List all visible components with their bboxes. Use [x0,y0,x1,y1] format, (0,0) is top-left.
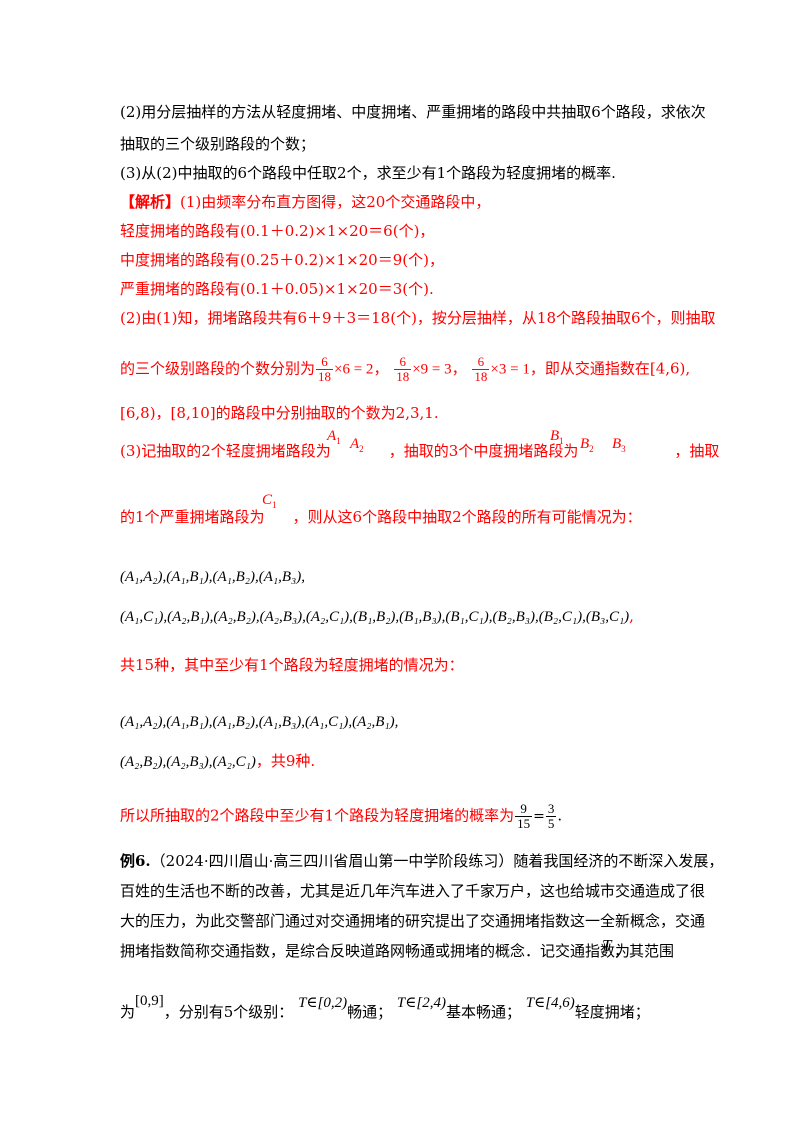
solution-3-post: ，抽取 [674,442,720,460]
symbol-t: T [602,936,612,955]
question-2-cont: 抽取的三个级别路段的个数； [120,135,316,153]
pairs-row-3: (A₁,A₂),(A₁,B₁),(A₁,B₂),(A₁,B₃),(A₁,C₁),… [120,714,399,730]
symbol-a2: A2 [350,436,364,454]
pairs-row-2: (A₁,C₁),(A₂,B₁),(A₂,B₂),(A₂,B₃),(A₂,C₁),… [120,606,634,627]
solution-1a: 轻度拥堵的路段有(0.1＋0.2)×1×20＝6(个)， [120,222,435,240]
fraction-3-rest: ×3 = 1 [490,361,530,378]
example-source: （2024·四川眉山·高三四川省眉山第一中学阶段练习）随着我国经济的不断深入发展… [150,852,724,870]
symbol-c1: C1 [262,492,277,510]
symbol-b1: B1 [550,428,564,446]
example-6-line-2: 百姓的生活也不断的改善，尤其是近几年汽车进入了千家万户，这也给城市交通造成了很 [120,882,706,900]
question-3: (3)从(2)中抽取的6个路段中任取2个，求至少有1个路段为轻度拥堵的概率. [120,164,616,182]
interval-1: T∈[0,2) [298,995,348,1011]
example-6-line-3: 大的压力，为此交警部门通过对交通拥堵的研究提出了交通拥堵指数这一全新概念，交通 [120,912,706,930]
level-1-label: 畅通； [347,1003,393,1021]
solution-1b: 中度拥堵的路段有(0.25＋0.2)×1×20＝9(个)， [120,251,444,269]
fraction-1-rest: ×6 = 2 [334,361,374,378]
example-levels-intro: ，分别有5个级别： [163,1003,294,1021]
pairs-row-4: (A₂,B₂),(A₂,B₃),(A₂,C₁)，共9种. [120,751,315,772]
total-count: 共15种，其中至少有1个路段为轻度拥堵的情况为： [120,656,464,674]
solution-3: (3)记抽取的2个轻度拥堵路段为 ，抽取的3个中度拥堵路段为 ，抽取 [120,441,719,461]
question-2: (2)用分层抽样的方法从轻度拥堵、中度拥堵、严重拥堵的路段中共抽取6个路段，求依… [120,103,706,121]
example-6-line-4-post: ，其范围 [614,942,675,960]
example-6-line-4: 拥堵指数简称交通指数，是综合反映道路网畅通或拥堵的概念．记交通指数为 [120,942,631,960]
solution-tag: 【解析】 [120,193,181,211]
solution-1: 【解析】(1)由频率分布直方图得，这20个交通路段中， [120,192,490,212]
example-6-line-5: 为[0,9]，分别有5个级别： T∈[0,2)畅通； T∈[2,4)基本畅通； … [120,993,650,1023]
pairs-row-2-text: (A₁,C₁),(A₂,B₁),(A₂,B₂),(A₂,B₃),(A₂,C₁),… [120,609,630,625]
solution-2: (2)由(1)知，拥堵路段共有6＋9＋3＝18(个)，按分层抽样，从18个路段抽… [120,309,716,327]
interval-3: T∈[4,6) [525,995,575,1011]
solution-2b-post: ，即从交通指数在[4,6), [529,359,691,378]
solution-1c: 严重拥堵的路段有(0.1＋0.05)×1×20＝3(个). [120,280,434,298]
example-range: [0,9] [135,993,164,1009]
pairs-row-4-end: ，共9种. [255,752,316,770]
fraction-2-rest: ×9 = 3 [412,361,452,378]
solution-2c: [6,8)，[8,10]的路段中分别抽取的个数为2,3,1. [120,404,439,422]
example-range-pre: 为 [120,1003,136,1021]
conclusion-text: 所以所抽取的2个路段中至少有1个路段为轻度拥堵的概率为 [120,806,515,825]
pairs-row-4-text: (A₂,B₂),(A₂,B₃),(A₂,C₁) [120,754,256,770]
symbol-b2: B2 [580,436,594,454]
pairs-row-1: (A₁,A₂),(A₁,B₁),(A₁,B₂),(A₁,B₃), [120,569,305,585]
level-3-label: 轻度拥堵； [574,1003,650,1021]
interval-2: T∈[2,4) [396,995,446,1011]
solution-3-mid: ，抽取的3个中度拥堵路段为 [388,442,579,460]
solution-1-text: (1)由频率分布直方图得，这20个交通路段中， [180,193,491,211]
level-2-label: 基本畅通； [445,1003,521,1021]
symbol-b3: B3 [612,436,626,454]
solution-3b: 的1个严重拥堵路段为 ，则从这6个路段中抽取2个路段的所有可能情况为： [120,507,642,527]
solution-2b-pre: 的三个级别路段的个数分别为 [120,359,316,378]
solution-3-pre: (3)记抽取的2个轻度拥堵路段为 [120,442,331,460]
example-label: 例6. [120,852,151,870]
example-6-line-1: 例6.（2024·四川眉山·高三四川省眉山第一中学阶段练习）随着我国经济的不断深… [120,851,723,871]
solution-3b-pre: 的1个严重拥堵路段为 [120,508,265,526]
symbol-a1: A1 [327,428,341,446]
pairs-row-2-end: , [629,607,634,625]
solution-3b-post: ，则从这6个路段中抽取2个路段的所有可能情况为： [292,508,642,526]
